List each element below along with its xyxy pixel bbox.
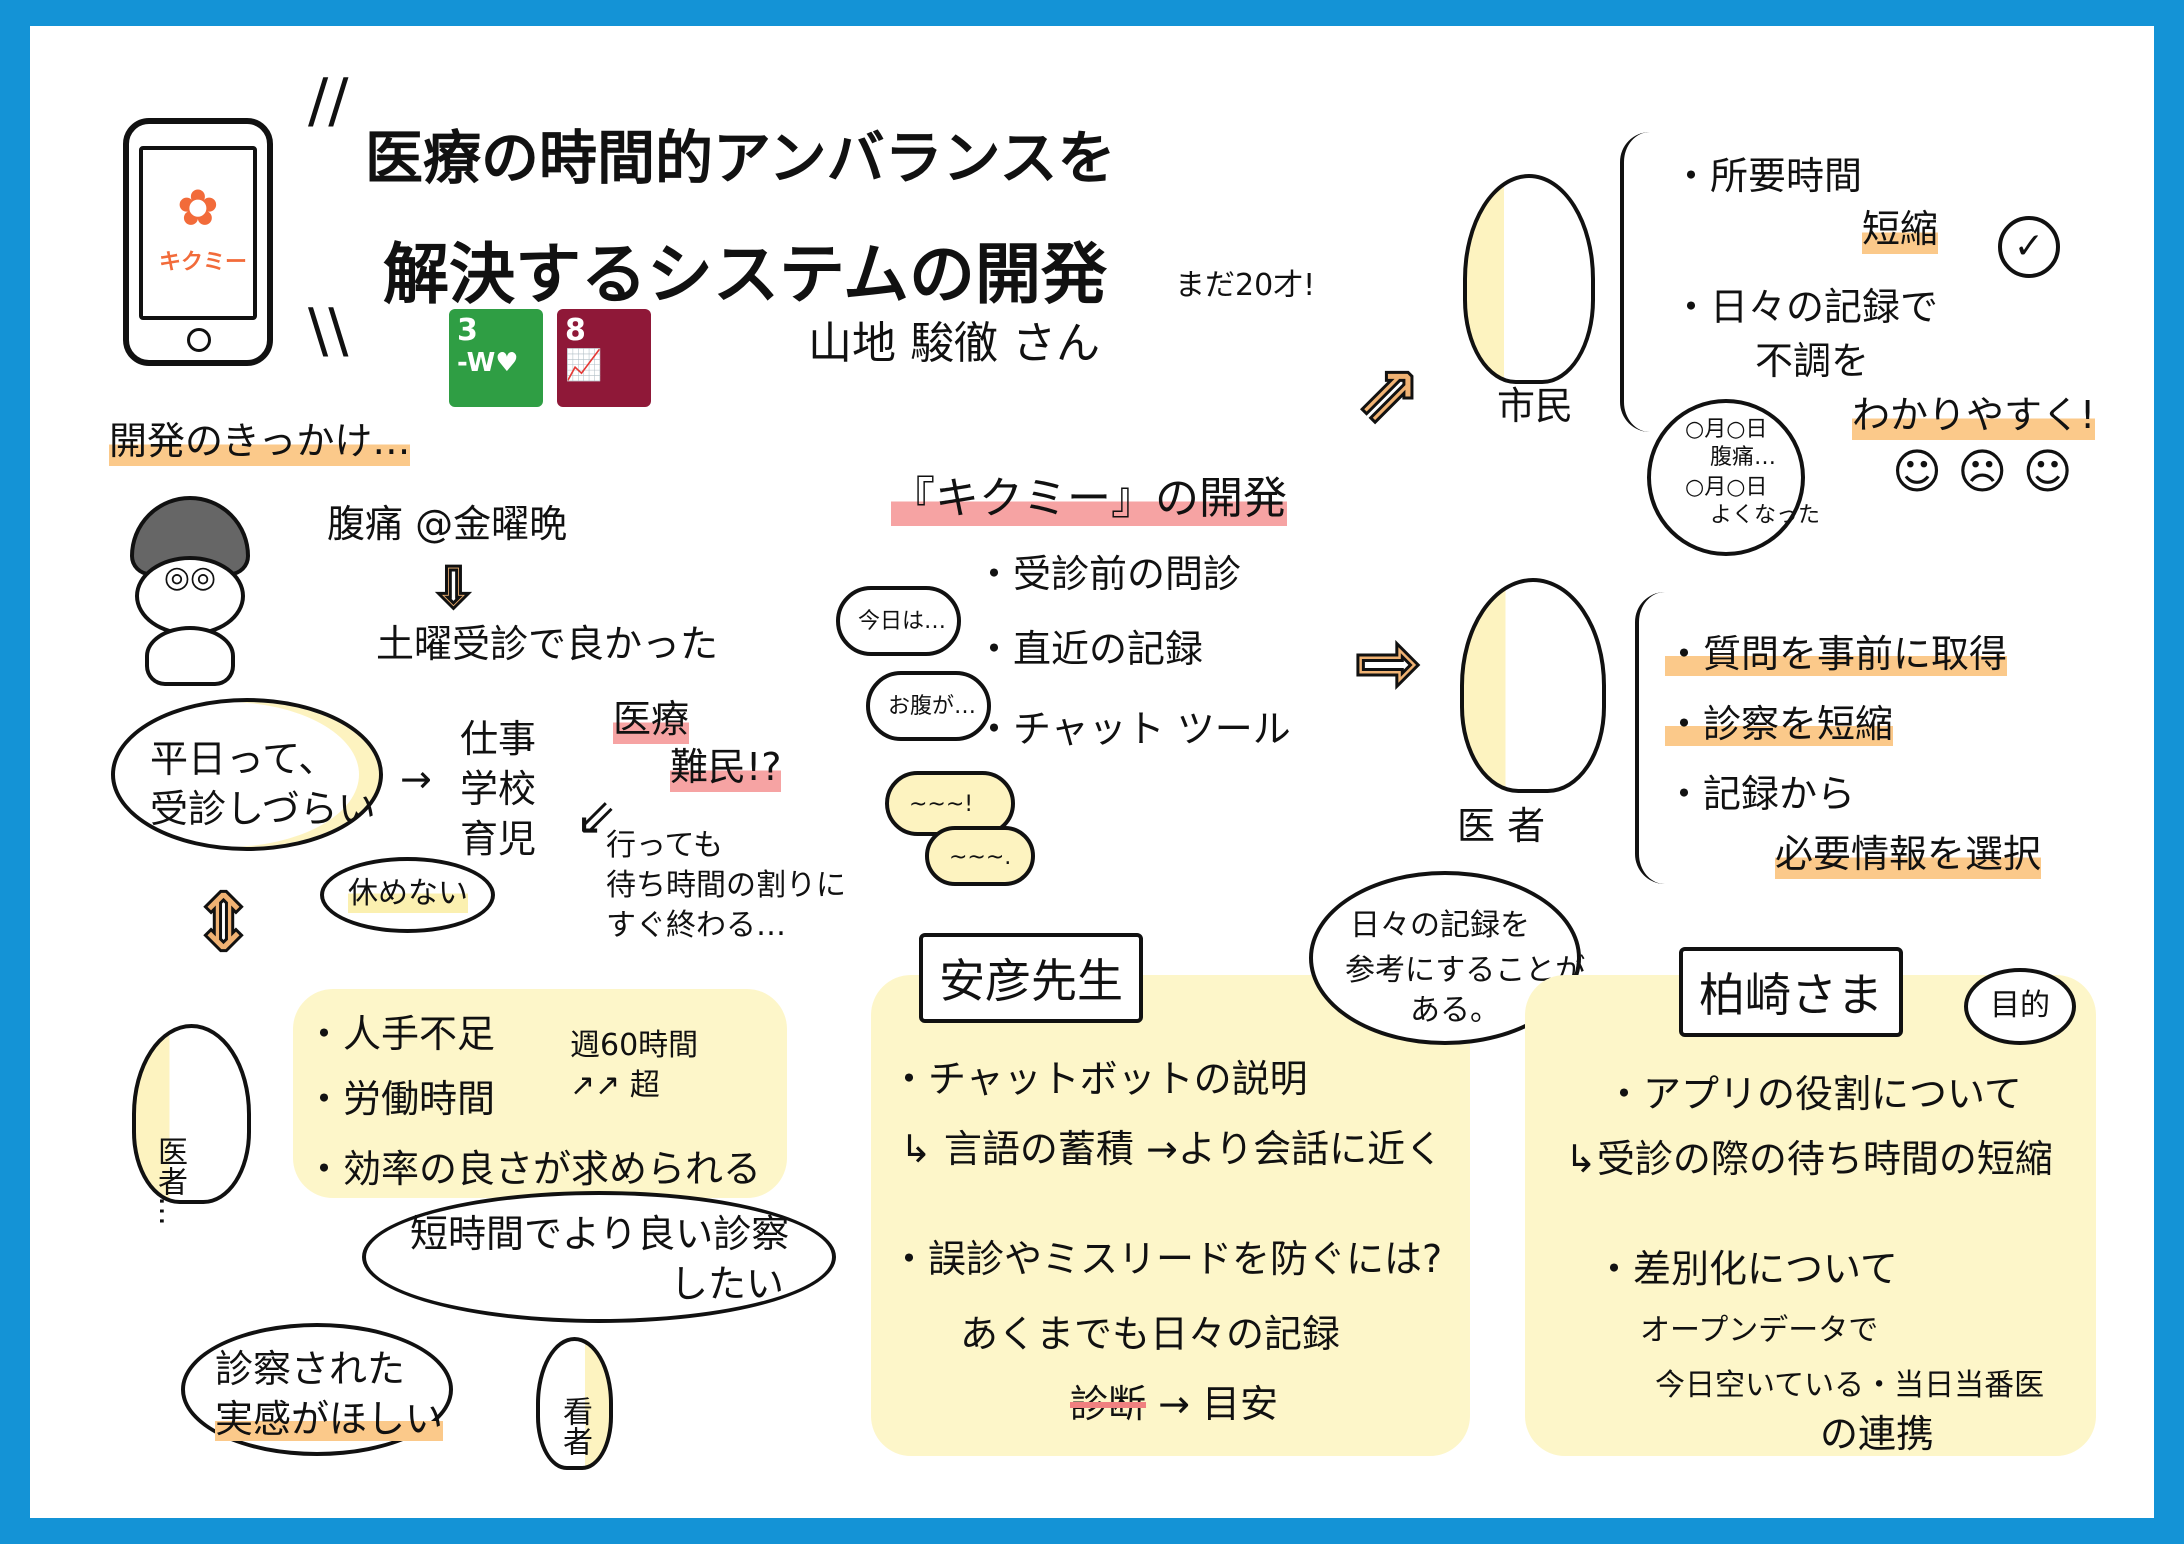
curved-arrow: ⇙ (575, 788, 617, 846)
home-button (187, 328, 211, 352)
citizen-figure (1463, 174, 1595, 384)
chat-bubble: ~~~! (885, 771, 1015, 836)
citizen-point-2b: 不調を (1755, 339, 1870, 383)
weekday-thought-2: 受診しづらい (150, 787, 376, 831)
abiko-note-1: 日々の記録を (1350, 908, 1530, 943)
diary-2: 腹痛… (1710, 445, 1777, 470)
overtime-2: ↗↗ 超 (570, 1068, 660, 1103)
doctor-figure-left (132, 1024, 251, 1204)
purpose-cloud (1964, 968, 2076, 1045)
doctor-label-left: 医者… (152, 1136, 187, 1226)
patient-thought-2: 実感がほしい (215, 1397, 444, 1441)
thought-cloud-weekday (111, 698, 383, 851)
wait-note-3: すぐ終わる… (606, 908, 786, 943)
arrow-to-doctor: ⇨ (1353, 615, 1423, 711)
app-feature-1: ・受診前の問診 (975, 552, 1242, 596)
title-line-1: 医療の時間的アンバランスを (365, 124, 1116, 192)
kashiwazaki-item-2: ↳受診の際の待ち時間の短縮 (1565, 1137, 2053, 1181)
doctor-point-3: ・記録から (1665, 772, 1856, 816)
citizen-point-2c: わかりやすく! (1852, 392, 2096, 440)
patient-label: 看者 (557, 1396, 592, 1456)
overtime-1: 週60時間 (570, 1028, 699, 1063)
clock-icon: ✓ (1998, 216, 2060, 278)
diary-1: ○月○日 (1685, 417, 1768, 442)
citizen-brace (1620, 132, 1650, 432)
emphasis-lines: // (308, 66, 349, 136)
wait-note-2: 待ち時間の割りに (606, 868, 846, 903)
patient-figure (536, 1337, 613, 1470)
doctor-issue-1: ・人手不足 (305, 1012, 496, 1056)
abiko-item-2: ↳ 言語の蓄積 →より会話に近く (900, 1127, 1444, 1171)
abiko-box (871, 975, 1470, 1456)
chat-bubble: 今日は… (836, 586, 961, 656)
doctor-brace (1635, 592, 1665, 884)
app-heading: 『キクミー』の開発 (891, 471, 1287, 526)
app-feature-3: ・チャット ツール (975, 707, 1291, 751)
weekday-thought-1: 平日って、 (150, 737, 337, 781)
episode-text: 腹痛 @金曜晩 (327, 502, 568, 546)
doctor-point-1: ・質問を事前に取得 (1665, 632, 2008, 676)
citizen-label: 市民 (1497, 384, 1574, 428)
updown-arrow-icon: ⇕ (188, 875, 258, 971)
person-in-pain-icon: ◎◎ (100, 496, 280, 686)
kashiwazaki-item-4: オープンデータで (1640, 1313, 1879, 1348)
sdg-3-icon: 3-W♥ (449, 309, 543, 407)
doctor-point-2: ・診察を短縮 (1665, 702, 1894, 746)
doctor-figure-right (1460, 578, 1606, 793)
emphasis-lines: \\ (308, 296, 349, 366)
doctor-label-right: 医 者 (1457, 804, 1546, 848)
abiko-item-5: 診断 → 目安 (1070, 1382, 1279, 1426)
graphic-recording-canvas: ✿ キクミー // \\ 医療の時間的アンバランスを 解決するシステムの開発 3… (30, 26, 2154, 1518)
refugee-text-2: 難民!? (670, 744, 782, 792)
right-arrow: → (400, 757, 432, 801)
refugee-text-1: 医療 (613, 696, 690, 744)
app-feature-2: ・直近の記録 (975, 627, 1204, 671)
speaker-name: 山地 駿徹 さん (808, 318, 1100, 369)
phone-illustration: ✿ キクミー (123, 118, 273, 366)
abiko-item-1: ・チャットボットの説明 (890, 1057, 1308, 1101)
cannot-rest-text: 休めない (348, 874, 468, 913)
kashiwazaki-item-5: 今日空いている・当日当番医 (1655, 1368, 2045, 1403)
kashiwazaki-item-3: ・差別化について (1595, 1247, 1898, 1291)
abiko-name: 安彦先生 (919, 933, 1143, 1023)
doctor-thought-1: 短時間でより良い診察 (410, 1212, 790, 1256)
doctor-issue-3: ・効率の良さが求められる (305, 1147, 762, 1191)
chat-bubble: ~~~. (925, 826, 1035, 886)
face-icons: ☺ ☹ ☺ (1892, 444, 2073, 500)
kashiwazaki-item-6: の連携 (1820, 1412, 1935, 1456)
doctor-issue-2: ・労働時間 (305, 1077, 496, 1121)
abiko-item-4: あくまでも日々の記録 (960, 1312, 1341, 1356)
diary-cloud (1647, 399, 1805, 556)
doctor-thought-2: したい (670, 1262, 785, 1306)
result-text: 土曜受診で良かった (376, 622, 719, 666)
doctor-issues-box (293, 989, 787, 1198)
arrow-to-citizen: ⇗ (1353, 345, 1423, 441)
reason-childcare: 育児 (460, 817, 537, 861)
patient-thought-1: 診察された (215, 1347, 406, 1391)
citizen-point-1b: 短縮 (1862, 206, 1939, 254)
kashiwazaki-box (1525, 975, 2096, 1456)
diary-4: よくなった (1710, 503, 1821, 528)
reason-work: 仕事 (460, 717, 537, 761)
reason-school: 学校 (460, 767, 537, 811)
title-line-2: 解決するシステムの開発 (383, 236, 1108, 313)
diary-3: ○月○日 (1685, 475, 1768, 500)
citizen-point-2a: ・日々の記録で (1672, 285, 1939, 329)
doctor-point-4: 必要情報を選択 (1775, 831, 2042, 879)
chat-bubble: お腹が… (866, 671, 991, 741)
kashiwazaki-item-1: ・アプリの役割について (1605, 1072, 2022, 1116)
sdg-8-icon: 8📈 (557, 309, 651, 407)
kashiwazaki-name: 柏崎さま (1679, 947, 1903, 1037)
abiko-note-3: ある。 (1410, 993, 1500, 1028)
abiko-item-3: ・誤診やミスリードを防ぐには? (890, 1237, 1443, 1281)
background-heading: 開発のきっかけ… (109, 418, 411, 466)
doctor-thought-cloud (362, 1191, 836, 1323)
purpose-label: 目的 (1990, 988, 2050, 1023)
down-arrow-icon: ⇩ (429, 555, 479, 623)
speaker-note: まだ20才! (1175, 268, 1316, 303)
app-flower-icon: ✿ (177, 179, 219, 237)
wait-note-1: 行っても (606, 828, 723, 863)
citizen-point-1a: ・所要時間 (1672, 154, 1863, 198)
app-logo-name: キクミー (159, 250, 248, 275)
